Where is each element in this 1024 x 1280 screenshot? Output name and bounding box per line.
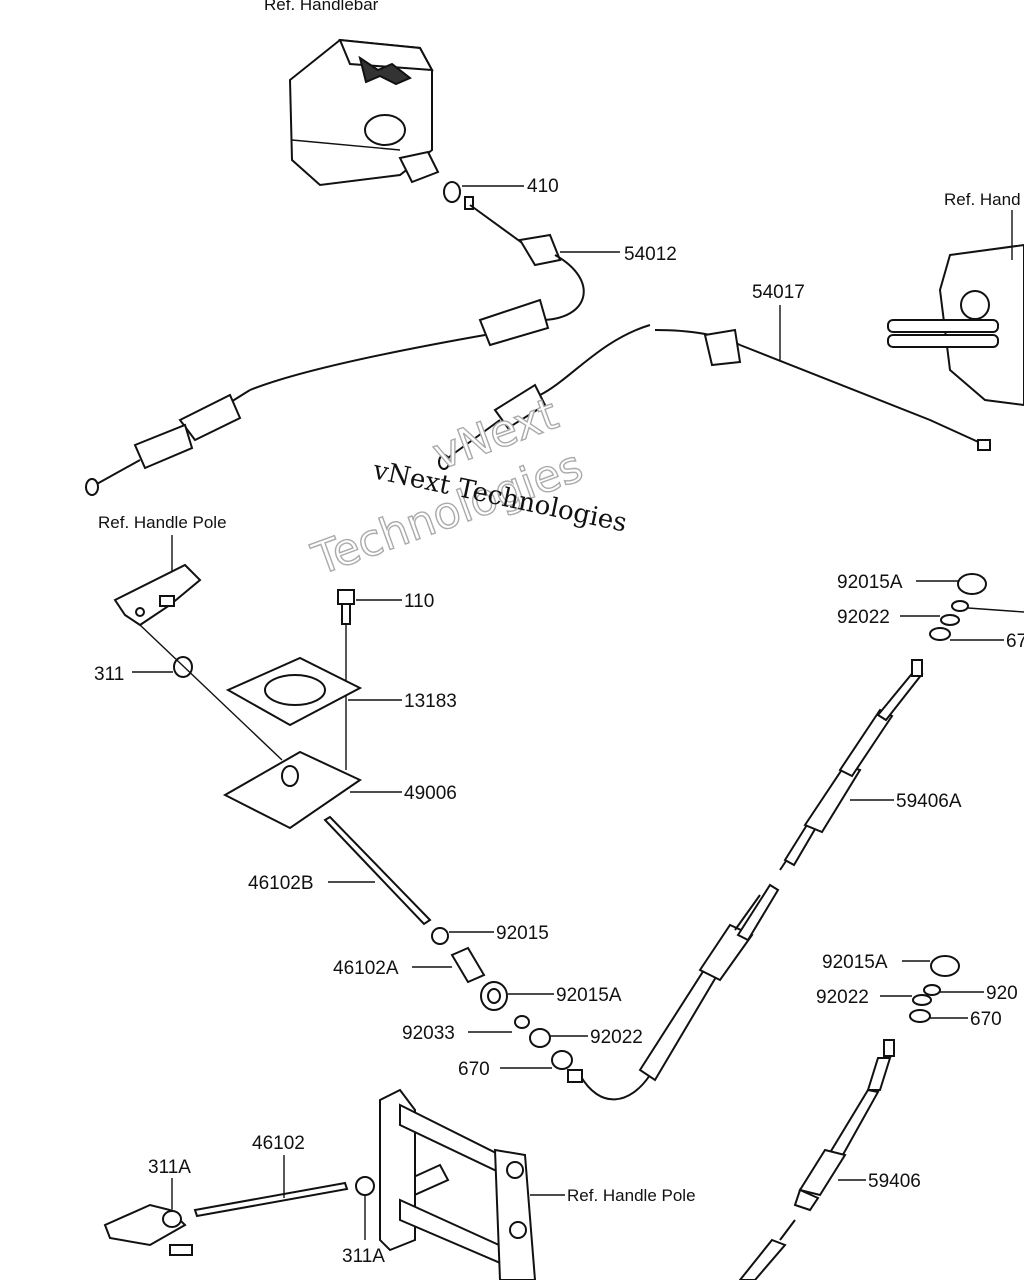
right-handle-assembly (887, 210, 1024, 407)
part-46102B-rod (323, 815, 432, 926)
part-label-46102A: 46102A (333, 958, 399, 979)
part-410-washer (443, 181, 474, 210)
part-label-311A-left: 311A (148, 1157, 191, 1178)
part-92022-washer (529, 1028, 551, 1048)
part-label-92015A-mid: 92015A (556, 985, 622, 1006)
lower-linkage (103, 1163, 450, 1256)
ref-handlebar-label: Ref. Handlebar (264, 0, 379, 14)
part-110-bolt (337, 589, 355, 625)
handle-pole-frame (379, 1088, 537, 1280)
ref-handle-pole-lower-label: Ref. Handle Pole (567, 1186, 696, 1205)
part-label-13183: 13183 (404, 691, 457, 712)
part-label-410: 410 (527, 176, 559, 197)
shift-cable-59406A (567, 659, 924, 1101)
part-label-92015A-top: 92015A (837, 572, 903, 593)
part-label-311: 311 (94, 664, 124, 685)
part-label-670-mid: 670 (458, 1059, 490, 1080)
part-label-670-low: 670 (970, 1009, 1002, 1030)
ref-handle-pole-upper-label: Ref. Handle Pole (98, 513, 227, 532)
part-label-92015A-low: 92015A (822, 952, 888, 973)
part-label-92033: 92033 (402, 1023, 455, 1044)
handlebar-switch-housing (288, 38, 440, 187)
upper-right-hardware (929, 573, 987, 641)
throttle-cable-54017 (438, 324, 991, 470)
part-46102A-sleeve (450, 946, 486, 984)
part-49006-plate (222, 750, 363, 830)
part-92033-clip (514, 1015, 530, 1029)
part-13183-gasket (225, 656, 363, 727)
part-92015A-nut (480, 981, 508, 1011)
part-label-54017: 54017 (752, 282, 805, 303)
part-label-59406A: 59406A (896, 791, 962, 812)
part-label-46102: 46102 (252, 1133, 305, 1154)
part-label-46102B: 46102B (248, 873, 314, 894)
handle-pole-bracket (113, 535, 202, 627)
part-label-920-low: 920 (986, 983, 1018, 1004)
part-670-washer (551, 1050, 573, 1070)
part-label-54012: 54012 (624, 244, 677, 265)
ref-handle-right-label: Ref. Hand (944, 190, 1021, 209)
shift-cable-59406 (738, 1039, 895, 1280)
part-label-92022-top: 92022 (837, 607, 890, 628)
lower-right-hardware (909, 955, 960, 1023)
part-label-311A-lower: 311A (342, 1246, 385, 1267)
part-label-92015: 92015 (496, 923, 549, 944)
part-label-110: 110 (404, 591, 434, 612)
part-92015-nut (431, 927, 449, 945)
part-label-59406: 59406 (868, 1171, 921, 1192)
part-label-49006: 49006 (404, 783, 457, 804)
upper-throttle-cable (85, 204, 585, 496)
part-label-670-top: 67 (1006, 631, 1024, 652)
part-label-92022-mid: 92022 (590, 1027, 643, 1048)
part-label-92022-low: 92022 (816, 987, 869, 1008)
